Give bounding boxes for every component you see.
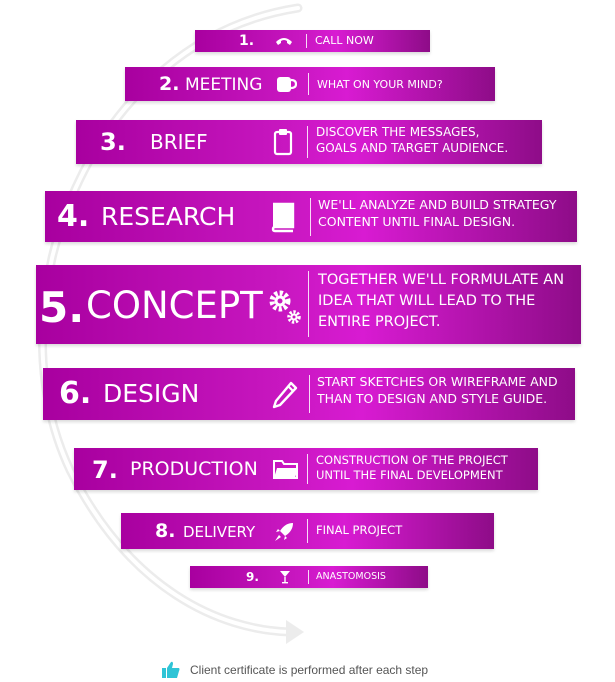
- step-description: CONSTRUCTION OF THE PROJECT UNTIL THE FI…: [316, 453, 508, 482]
- step-1-band: 1. CALL NOW: [195, 30, 430, 52]
- step-description: START SKETCHES OR WIREFRAME AND THAN TO …: [317, 374, 558, 406]
- step-7-band: 7. PRODUCTION CONSTRUCTION OF THE PROJEC…: [74, 448, 538, 490]
- step-number: 9.: [246, 570, 259, 584]
- step-title: DELIVERY: [183, 523, 256, 541]
- step-description: DISCOVER THE MESSAGES, GOALS AND TARGET …: [316, 125, 509, 156]
- step-number: 6.: [59, 376, 92, 411]
- step-5-band: 5. CONCEPT TOGETHER WE'LL FORMULATE AN I…: [36, 265, 581, 344]
- step-description: WE'LL ANALYZE AND BUILD STRATEGY CONTENT…: [318, 197, 557, 229]
- step-number: 7.: [92, 456, 118, 484]
- step-number: 3.: [100, 128, 126, 156]
- step-number: 1.: [239, 33, 255, 49]
- step-title: BRIEF: [150, 130, 208, 154]
- step-title: DESIGN: [103, 379, 200, 408]
- clipboard-icon: [270, 126, 296, 158]
- footer-text: Client certificate is performed after ea…: [190, 663, 429, 677]
- coffee-cup-icon: [273, 72, 299, 96]
- step-description: WHAT ON YOUR MIND?: [317, 78, 443, 91]
- book-icon: [267, 199, 299, 235]
- thumbs-up-icon: [160, 660, 182, 680]
- folder-icon: [271, 456, 301, 482]
- step-number: 4.: [57, 199, 90, 234]
- arrowhead: [286, 620, 304, 644]
- step-8-band: 8. DELIVERY FINAL PROJECT: [121, 513, 494, 549]
- cocktail-glass-icon: [276, 569, 294, 585]
- step-description: CALL NOW: [315, 34, 374, 47]
- step-3-band: 3. BRIEF DISCOVER THE MESSAGES, GOALS AN…: [76, 120, 542, 164]
- step-number: 5.: [39, 283, 85, 332]
- step-9-band: 9. ANASTOMOSIS: [190, 566, 428, 588]
- step-number: 2.: [159, 73, 180, 95]
- phone-icon: [273, 32, 295, 50]
- footer-note: Client certificate is performed after ea…: [160, 659, 560, 681]
- step-number: 8.: [155, 520, 176, 542]
- step-2-band: 2. MEETING WHAT ON YOUR MIND?: [125, 67, 495, 101]
- pencil-icon: [269, 378, 301, 412]
- step-title: MEETING: [185, 75, 263, 95]
- gears-icon: [266, 287, 304, 327]
- step-title: RESEARCH: [101, 202, 236, 231]
- step-description: ANASTOMOSIS: [316, 571, 386, 582]
- step-description: TOGETHER WE'LL FORMULATE AN IDEA THAT WI…: [318, 272, 565, 331]
- step-4-band: 4. RESEARCH WE'LL ANALYZE AND BUILD STRA…: [45, 191, 577, 242]
- step-description: FINAL PROJECT: [316, 523, 403, 537]
- step-6-band: 6. DESIGN START SKETCHES OR WIREFRAME AN…: [43, 368, 575, 420]
- rocket-icon: [271, 519, 297, 545]
- step-title: PRODUCTION: [130, 458, 258, 480]
- step-title: CONCEPT: [86, 284, 263, 327]
